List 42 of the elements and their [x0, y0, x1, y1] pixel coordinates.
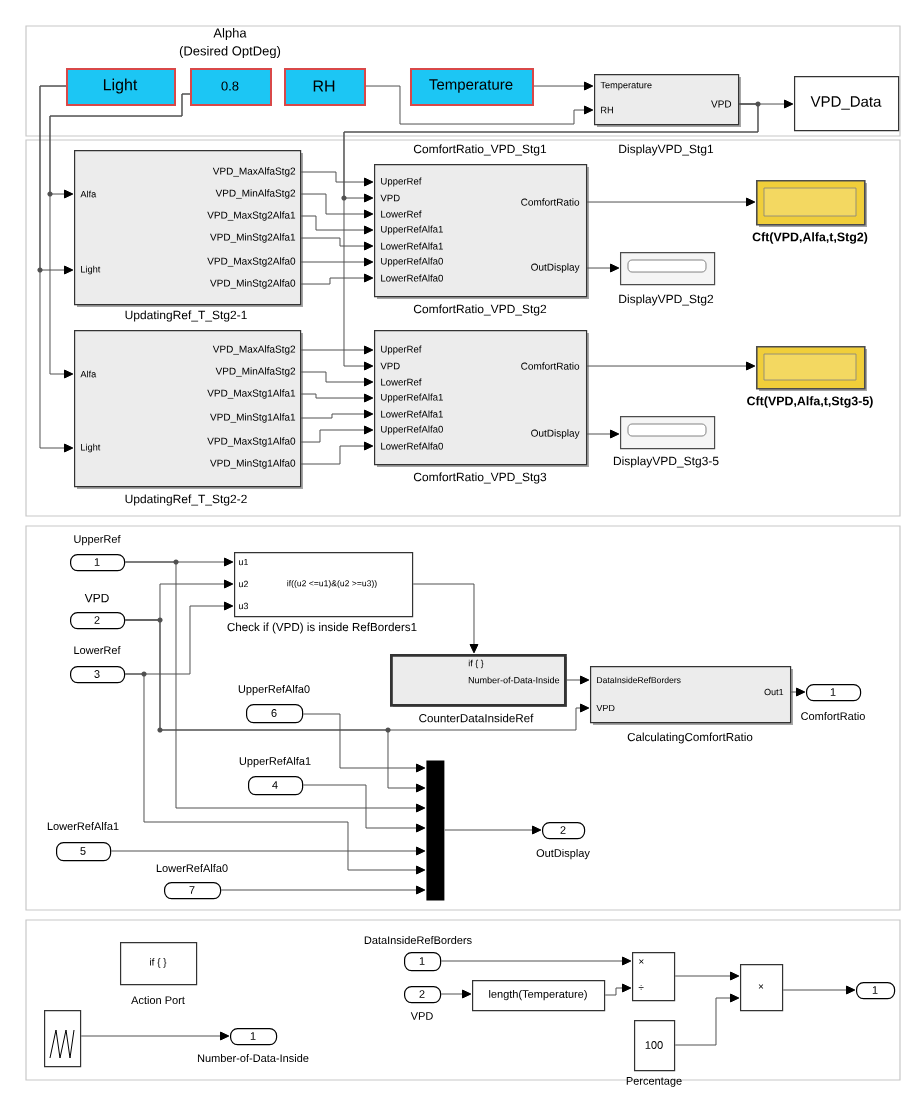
signal-line [47, 93, 191, 379]
signal-source-block [44, 1010, 82, 1068]
signal-line [300, 345, 374, 355]
signal-line [604, 983, 632, 996]
signal-line [440, 956, 632, 966]
signal-line [586, 361, 756, 371]
signal-line [124, 673, 426, 875]
signal-line [37, 85, 74, 453]
signal-line [300, 371, 374, 387]
signal-line [586, 197, 756, 207]
signal-line [302, 713, 426, 773]
signal-line [790, 687, 806, 697]
signal-line [586, 263, 620, 273]
signal-line [124, 561, 426, 813]
signal-line [300, 193, 374, 219]
signal-line [302, 784, 426, 833]
constant-block: RH [284, 68, 366, 106]
signal-line [110, 846, 426, 856]
signal-line [124, 619, 426, 793]
signal-line [300, 393, 374, 403]
signal-line [220, 885, 426, 895]
signal-line [533, 81, 594, 91]
signal-line [341, 103, 759, 371]
signal-line [80, 1031, 230, 1041]
signal-line [566, 675, 590, 685]
signal-line [300, 257, 374, 267]
signal-line [300, 409, 374, 419]
signal-line [300, 273, 374, 285]
signal-line [300, 171, 374, 187]
signal-line [300, 425, 374, 443]
signal-line [586, 429, 620, 439]
signal-line [300, 441, 374, 465]
signal-line [300, 215, 374, 235]
signal-line [300, 237, 374, 251]
signal-line [365, 85, 594, 125]
signal-line [412, 583, 479, 654]
signal-line [782, 985, 856, 995]
signal-line [674, 971, 740, 981]
signal-line [440, 989, 472, 999]
constant-block: Light [66, 68, 176, 106]
signal-line [674, 993, 740, 1046]
signal-line [444, 825, 542, 835]
